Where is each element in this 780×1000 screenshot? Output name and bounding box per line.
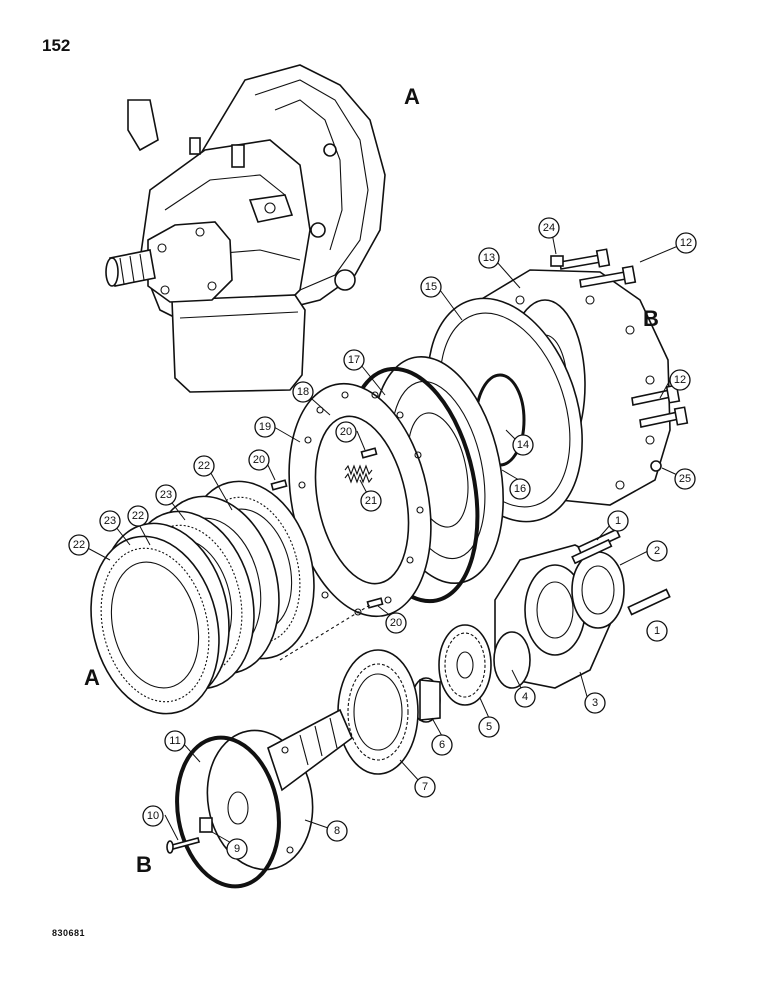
callout-16: 16 [509,478,531,500]
callout-22-middle: 22 [127,505,149,527]
callout-label: 14 [517,439,529,451]
callout-label: 1 [654,625,660,637]
view-label-a-upper: A [404,84,420,109]
callout-label: 11 [169,735,180,747]
callout-24: 24 [538,217,560,239]
view-label-b-upper: B [643,306,659,331]
callout-label: 20 [340,426,352,438]
callout-label: 23 [160,489,172,501]
callout-3: 3 [584,692,606,714]
callout-12-lower: 12 [669,369,691,391]
callout-25: 25 [674,468,696,490]
callout-label: 16 [514,483,526,495]
callout-2: 2 [646,540,668,562]
callout-label: 2 [654,545,660,557]
dowel-pins [270,447,384,661]
callout-label: 9 [234,843,240,855]
page-number: 152 [42,36,71,55]
callout-4: 4 [514,686,536,708]
callout-1-lower: 1 [646,620,668,642]
input-shaft-carrier [206,708,353,871]
callout-20-upper: 20 [335,421,357,443]
view-label-b-lower: B [136,852,152,877]
callout-label: 5 [486,721,492,733]
callout-7: 7 [414,776,436,798]
callouts: 1 1 2 3 4 5 6 7 8 9 10 11 12 12 13 14 15… [68,217,697,860]
callout-label: 22 [132,510,144,522]
callout-10: 10 [142,805,164,827]
callout-label: 23 [104,515,116,527]
callout-label: 20 [253,454,265,466]
pin [199,817,213,833]
callout-label: 24 [543,222,555,234]
callout-label: 12 [674,374,686,386]
callout-label: 17 [348,354,360,366]
callout-21: 21 [360,490,382,512]
callout-label: 13 [483,252,495,264]
document-code: 830681 [52,928,86,938]
callout-label: 22 [73,539,85,551]
callout-label: 7 [422,781,428,793]
callout-label: 22 [198,460,210,472]
callout-17: 17 [343,349,365,371]
view-label-a-lower: A [84,665,100,690]
callout-12-upper: 12 [675,232,697,254]
callout-1-upper: 1 [607,510,629,532]
callout-label: 6 [439,739,445,751]
callout-18: 18 [292,381,314,403]
callout-label: 25 [679,473,691,485]
screw [166,837,200,854]
callout-11: 11 [164,730,186,752]
callout-label: 10 [147,810,159,822]
callout-14: 14 [512,434,534,456]
callout-5: 5 [478,716,500,738]
callout-label: 19 [259,421,271,433]
callout-label: 18 [297,386,309,398]
callout-label: 4 [522,691,528,703]
transmission-assembly [105,64,386,393]
callout-15: 15 [420,276,442,298]
fitting [650,460,662,472]
callout-20-left: 20 [248,449,270,471]
callout-23-lower: 23 [99,510,121,532]
callout-9: 9 [226,838,248,860]
plug [550,255,564,267]
return-springs [344,464,373,484]
clutch-disc-stack [90,480,315,715]
ring-gear [337,649,419,775]
callout-label: 21 [365,495,377,507]
large-o-ring [175,735,281,889]
callout-22-upper: 22 [193,455,215,477]
bushing [411,677,441,723]
callout-13: 13 [478,247,500,269]
callout-23-upper: 23 [155,484,177,506]
callout-label: 1 [615,515,621,527]
callout-label: 20 [390,617,402,629]
callout-label: 3 [592,697,598,709]
callout-6: 6 [431,734,453,756]
callout-label: 8 [334,825,340,837]
pump-body [493,528,671,689]
callout-22-left: 22 [68,534,90,556]
callout-8: 8 [326,820,348,842]
pump-gear [438,624,492,706]
callout-19: 19 [254,416,276,438]
callout-20-lower: 20 [385,612,407,634]
callout-label: 12 [680,237,692,249]
callout-label: 15 [425,281,437,293]
housing-bolts [559,248,689,428]
